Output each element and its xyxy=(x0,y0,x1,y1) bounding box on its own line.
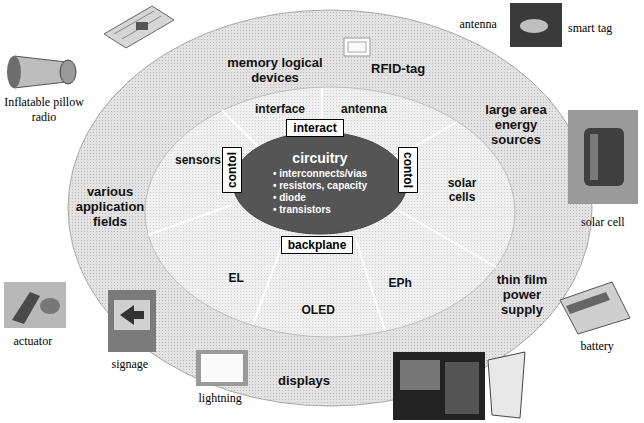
field-label: solar cells xyxy=(442,176,482,204)
battery-photo xyxy=(560,282,630,334)
field-label: antenna xyxy=(341,102,387,116)
solar-cylinder xyxy=(584,128,624,186)
field-label: RFID-tag xyxy=(371,61,425,76)
outer-ring xyxy=(68,10,592,406)
photo-caption: smart tag xyxy=(568,21,612,36)
memory-photo xyxy=(104,6,174,48)
sector-divider xyxy=(356,240,385,331)
node-list-item: • diode xyxy=(273,192,367,204)
node-label: contol xyxy=(401,152,415,188)
field-label: thin film power supply xyxy=(481,272,563,317)
signage-arrow xyxy=(120,305,144,325)
solar-cell-photo xyxy=(568,110,638,204)
smart-tag-object xyxy=(520,19,548,33)
smart-tag-photo xyxy=(510,3,562,47)
field-label: displays xyxy=(278,373,330,388)
field-label: memory logical devices xyxy=(225,55,325,85)
memory-chip xyxy=(136,22,148,30)
inner-ring xyxy=(145,87,515,337)
rfid-icon xyxy=(344,38,370,56)
field-label: interface xyxy=(255,102,305,116)
memory-trace xyxy=(114,11,154,34)
sector-divider xyxy=(396,209,496,267)
node-list-item: • interconnects/vias xyxy=(273,168,367,180)
actuator-background xyxy=(4,282,66,328)
pillow-end xyxy=(60,60,76,84)
node-list-item: • transistors xyxy=(273,204,367,216)
node-label: contol xyxy=(225,152,239,188)
photo-caption: lightning xyxy=(199,391,242,406)
node-label: interact xyxy=(293,121,336,135)
pillow-body xyxy=(14,56,66,88)
display-photo xyxy=(393,352,525,420)
pillow-end xyxy=(7,56,21,88)
solar-highlight xyxy=(590,134,598,180)
photo-caption: antenna xyxy=(460,17,497,32)
ellipse-shape xyxy=(233,132,407,234)
smart-tag-background xyxy=(510,3,562,47)
sector-divider xyxy=(253,245,282,325)
field-label: large area energy sources xyxy=(475,102,557,147)
field-label: EPh xyxy=(389,276,412,290)
sector-divider xyxy=(321,88,323,118)
sector-divider xyxy=(148,205,232,235)
actuator-photo xyxy=(4,282,66,328)
lighting-frame xyxy=(196,350,248,386)
rfid-coil xyxy=(348,42,366,52)
label-box: backplane xyxy=(281,236,354,254)
pillow-radio-photo xyxy=(7,56,76,88)
field-label: various application fields xyxy=(69,184,151,229)
field-label: EL xyxy=(229,271,244,285)
field-label: sensors xyxy=(175,153,221,167)
photo-caption: signage xyxy=(112,357,149,372)
actuator-arm xyxy=(12,292,40,324)
display-frame xyxy=(393,352,485,420)
photo-caption: solar cell xyxy=(581,215,625,230)
lighting-photo xyxy=(196,350,248,386)
field-label: OLED xyxy=(302,303,335,317)
display-film xyxy=(488,352,525,418)
node-list-item: • resistors, capacity xyxy=(273,180,367,192)
node-label: backplane xyxy=(288,238,347,252)
signage-photo xyxy=(108,290,156,352)
photo-caption: actuator xyxy=(14,334,53,349)
photo-caption: battery xyxy=(581,339,614,354)
actuator-part xyxy=(40,298,60,314)
solar-background xyxy=(568,110,638,204)
label-box: interact xyxy=(286,119,343,137)
circuitry-ellipse: circuitry• interconnects/vias• resistors… xyxy=(232,131,408,235)
display-screen xyxy=(400,360,440,390)
signage-background xyxy=(108,290,156,352)
lighting-panel xyxy=(201,354,243,382)
memory-foil xyxy=(104,6,174,48)
control-box: contol xyxy=(398,147,418,193)
control-box: contol xyxy=(222,147,242,193)
rfid-card xyxy=(344,38,370,56)
battery-strip xyxy=(566,292,610,314)
photo-caption: Inflatable pillow radio xyxy=(4,95,84,125)
node-heading: circuitry xyxy=(273,150,367,168)
battery-card xyxy=(560,282,630,334)
sector-dividers xyxy=(148,88,496,331)
signage-panel xyxy=(114,300,150,330)
memory-trace xyxy=(122,16,161,39)
display-screen xyxy=(445,362,479,414)
text-group: circuitry• interconnects/vias• resistors… xyxy=(273,150,367,216)
sector-divider xyxy=(222,110,258,146)
